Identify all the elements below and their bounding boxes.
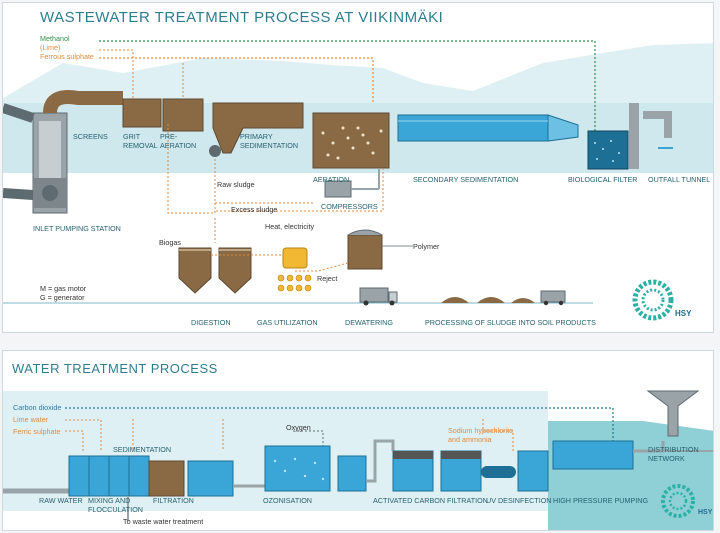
- label-primary-1: PRIMARY: [240, 132, 273, 141]
- label-raw-water: RAW WATER: [39, 496, 83, 505]
- wastewater-diagram: [3, 40, 713, 321]
- label-compressors: COMPRESSORS: [321, 202, 378, 211]
- hsy-logo: [632, 279, 674, 321]
- label-raw-sludge: Raw sludge: [217, 180, 255, 189]
- label-aeration: AERATION: [313, 175, 350, 184]
- logo-text: HSY: [675, 309, 692, 318]
- water-panel: WATER TREATMENT PROCESS Carbon dioxide L…: [2, 350, 714, 531]
- legend-ferric: Ferric sulphate: [13, 427, 61, 436]
- label-pumping: HIGH PRESSURE PUMPING: [553, 496, 649, 505]
- label-outfall: OUTFALL TUNNEL: [648, 175, 711, 184]
- legend-lime: (Lime): [40, 43, 61, 52]
- legend-methanol: Methanol: [40, 34, 70, 43]
- legend-generator: G = generator: [40, 293, 85, 302]
- label-distribution-1: DISTRIBUTION: [648, 445, 699, 454]
- label-mixing-1: MIXING AND: [88, 496, 131, 505]
- page-title: WASTEWATER TREATMENT PROCESS AT VIIKINMÄ…: [40, 9, 444, 26]
- label-inlet: INLET PUMPING STATION: [33, 224, 121, 233]
- label-dewatering: DEWATERING: [345, 318, 393, 327]
- logo-text-2: HSY: [698, 509, 713, 516]
- label-heat: Heat, electricity: [265, 222, 315, 231]
- water-diagram: [3, 390, 713, 530]
- label-digestion: DIGESTION: [191, 318, 231, 327]
- label-biofilter: BIOLOGICAL FILTER: [568, 175, 638, 184]
- legend-lime-water: Lime water: [13, 415, 49, 424]
- label-sedimentation: SEDIMENTATION: [113, 445, 172, 454]
- label-secondary: SECONDARY SEDIMENTATION: [413, 175, 519, 184]
- label-polymer: Polymer: [413, 242, 440, 251]
- legend-co2: Carbon dioxide: [13, 403, 62, 412]
- label-processing: PROCESSING OF SLUDGE INTO SOIL PRODUCTS: [425, 318, 596, 327]
- label-activated: ACTIVATED CARBON FILTRATION: [373, 496, 488, 505]
- label-grit-1: GRIT: [123, 132, 141, 141]
- label-filtration: FILTRATION: [153, 496, 194, 505]
- label-distribution-2: NETWORK: [648, 454, 685, 463]
- water-title: WATER TREATMENT PROCESS: [12, 361, 218, 376]
- hsy-logo-2: [661, 484, 695, 518]
- label-grit-2: REMOVAL: [123, 141, 158, 150]
- label-waste: To waste water treatment: [123, 517, 204, 526]
- label-biogas: Biogas: [159, 238, 181, 247]
- wastewater-panel: WASTEWATER TREATMENT PROCESS AT VIIKINMÄ…: [2, 2, 714, 333]
- label-screens: SCREENS: [73, 132, 108, 141]
- label-preaer-1: PRE-: [160, 132, 178, 141]
- label-reject: Reject: [317, 274, 338, 283]
- legend-ferrous: Ferrous sulphate: [40, 52, 94, 61]
- legend-hypochlorite-2: and ammonia: [448, 435, 492, 444]
- label-preaer-2: AERATION: [160, 141, 197, 150]
- label-gas-util: GAS UTILIZATION: [257, 318, 318, 327]
- legend-hypochlorite-1: Sodium hypochlorite: [448, 426, 514, 435]
- legend-oxygen: Oxygen: [286, 423, 311, 432]
- legend-gas-motor: M = gas motor: [40, 284, 87, 293]
- label-uv: UV DESINFECTION: [486, 496, 552, 505]
- label-excess-sludge: Excess sludge: [231, 205, 278, 214]
- label-mixing-2: FLOCCULATION: [88, 505, 143, 514]
- label-primary-2: SEDIMENTATION: [240, 141, 299, 150]
- label-ozonisation: OZONISATION: [263, 496, 312, 505]
